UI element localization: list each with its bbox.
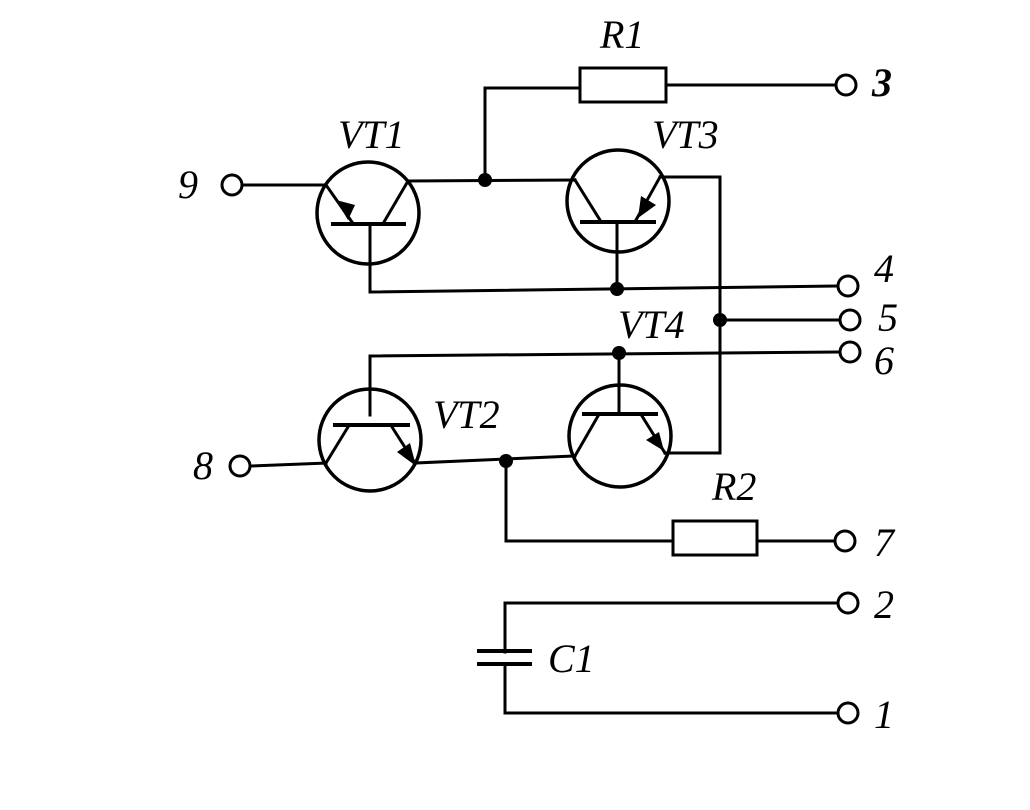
label-r2: R2	[711, 464, 756, 509]
transistor-vt2	[317, 387, 423, 493]
label-vt3: VT3	[652, 112, 719, 157]
terminal-label-7: 7	[874, 520, 896, 565]
label-r1: R1	[599, 12, 644, 57]
junction-vt1-vt3	[478, 173, 492, 187]
wire-r1-left	[483, 86, 584, 182]
transistor-vt2-body	[317, 387, 423, 493]
terminals	[220, 73, 862, 725]
terminal-label-3: 3	[871, 60, 892, 105]
resistor-r2	[671, 519, 759, 557]
junction-vt4-top	[612, 346, 626, 360]
junction-vt2-vt4	[499, 454, 513, 468]
wires	[241, 83, 840, 715]
junction-rail-5	[713, 313, 727, 327]
transistor-vt2-arrow	[397, 443, 416, 466]
transistor-vt3-arrow	[638, 196, 656, 218]
transistor-vt1-lead-right	[381, 178, 411, 225]
label-c1: C1	[548, 636, 595, 681]
terminal-label-2: 2	[874, 582, 894, 627]
capacitor-c1	[477, 649, 532, 666]
terminal-label-9: 9	[178, 162, 198, 207]
transistor-vt1	[315, 160, 421, 266]
terminal-8	[228, 454, 252, 478]
transistor-vt3	[565, 148, 671, 254]
wire-r2-left	[504, 459, 677, 543]
wire-c1-bottom	[503, 663, 840, 715]
wire-vt2-to-6	[368, 350, 840, 417]
wire-c1-top	[503, 601, 840, 654]
terminal-5	[838, 308, 862, 332]
label-vt4: VT4	[618, 302, 685, 347]
terminal-2	[836, 591, 860, 615]
terminal-label-8: 8	[193, 443, 213, 488]
terminal-6	[838, 340, 862, 364]
transistor-vt3-body	[565, 148, 671, 254]
wire-8-vt2-base	[250, 461, 328, 468]
terminal-3	[834, 73, 858, 97]
terminal-label-5: 5	[878, 295, 898, 340]
terminal-1	[836, 701, 860, 725]
transistor-vt4-body	[567, 383, 673, 489]
terminal-7	[833, 529, 857, 553]
resistor-r1	[578, 66, 668, 104]
terminal-label-4: 4	[874, 246, 894, 291]
terminal-label-6: 6	[874, 338, 894, 383]
wire-vt2-vt4	[413, 454, 577, 465]
transistor-vt4-arrow	[646, 432, 664, 451]
transistor-vt2-lead-left	[323, 424, 351, 466]
transistor-vt4	[567, 383, 673, 489]
terminal-label-1: 1	[874, 692, 894, 737]
terminal-9	[220, 173, 244, 197]
transistor-vt1-arrow	[336, 200, 355, 220]
junction-vt3-bottom	[610, 282, 624, 296]
transistor-vt4-lead-left	[572, 413, 601, 459]
wire-vt1-to-4	[368, 224, 838, 294]
junctions	[478, 173, 727, 468]
label-vt1: VT1	[338, 112, 405, 157]
transistor-vt1-body	[315, 160, 421, 266]
transistor-vt3-lead-left	[572, 177, 603, 223]
label-vt2: VT2	[433, 392, 500, 437]
terminal-4	[836, 274, 860, 298]
